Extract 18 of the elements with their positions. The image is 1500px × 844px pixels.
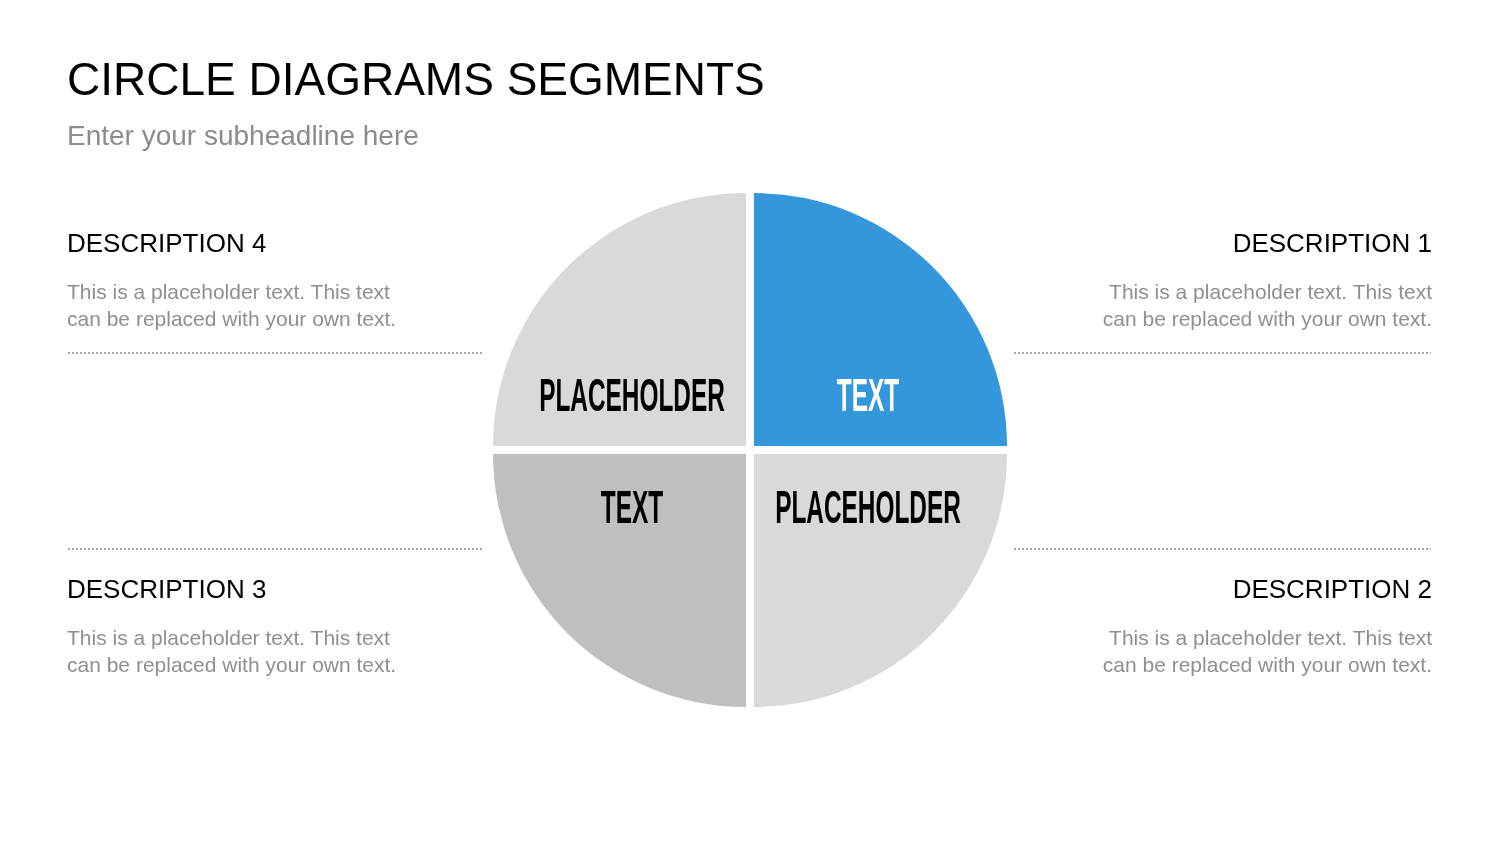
description-text: This is a placeholder text. This text can be replaced with your own text. (67, 625, 398, 678)
quadrant-segment (754, 454, 1007, 707)
slide-subtitle: Enter your subheadline here (67, 119, 419, 153)
slide-title: CIRCLE DIAGRAMS SEGMENTS (67, 52, 765, 106)
quadrant-segment (754, 193, 1007, 446)
description-text: This is a placeholder text. This text can be replaced with your own text. (1101, 625, 1432, 678)
description-heading: DESCRIPTION 2 (1232, 573, 1432, 605)
description-heading: DESCRIPTION 3 (67, 573, 267, 605)
quadrant-segment (493, 454, 746, 707)
description-heading: DESCRIPTION 4 (67, 227, 267, 259)
segment-label: TEXT (600, 484, 664, 530)
quadrant-segment (493, 193, 746, 446)
description-text: This is a placeholder text. This text can be replaced with your own text. (1101, 279, 1432, 332)
segment-label: TEXT (836, 372, 900, 418)
segment-label: PLACEHOLDER (775, 484, 961, 530)
description-text: This is a placeholder text. This text can be replaced with your own text. (67, 279, 398, 332)
description-heading: DESCRIPTION 1 (1232, 227, 1432, 259)
segment-label: PLACEHOLDER (539, 372, 725, 418)
